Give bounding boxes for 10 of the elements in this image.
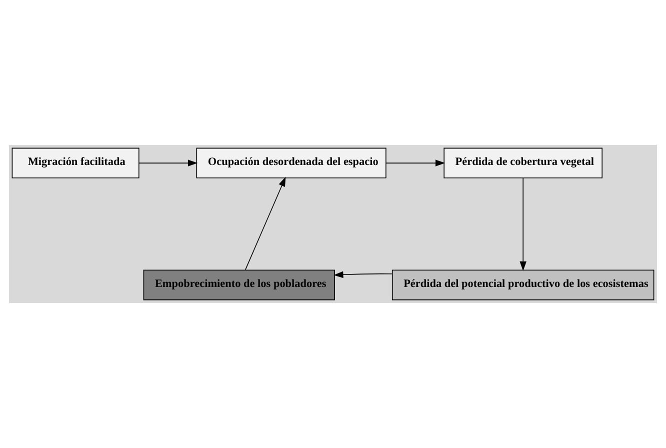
arrow <box>334 271 393 278</box>
arrow <box>386 160 446 166</box>
node-box: Migración facilitada <box>12 148 140 178</box>
node-box: Pérdida del potencial productivo de los ecosistemas <box>392 270 654 300</box>
node-box: Pérdida de cobertura vegetal <box>444 148 602 178</box>
arrow <box>520 177 526 272</box>
node-box: Empobrecimiento de los pobladores <box>143 270 335 300</box>
arrow <box>244 176 286 270</box>
arrow <box>138 160 198 166</box>
node-box: Ocupación desordenada del espacio <box>196 148 386 178</box>
